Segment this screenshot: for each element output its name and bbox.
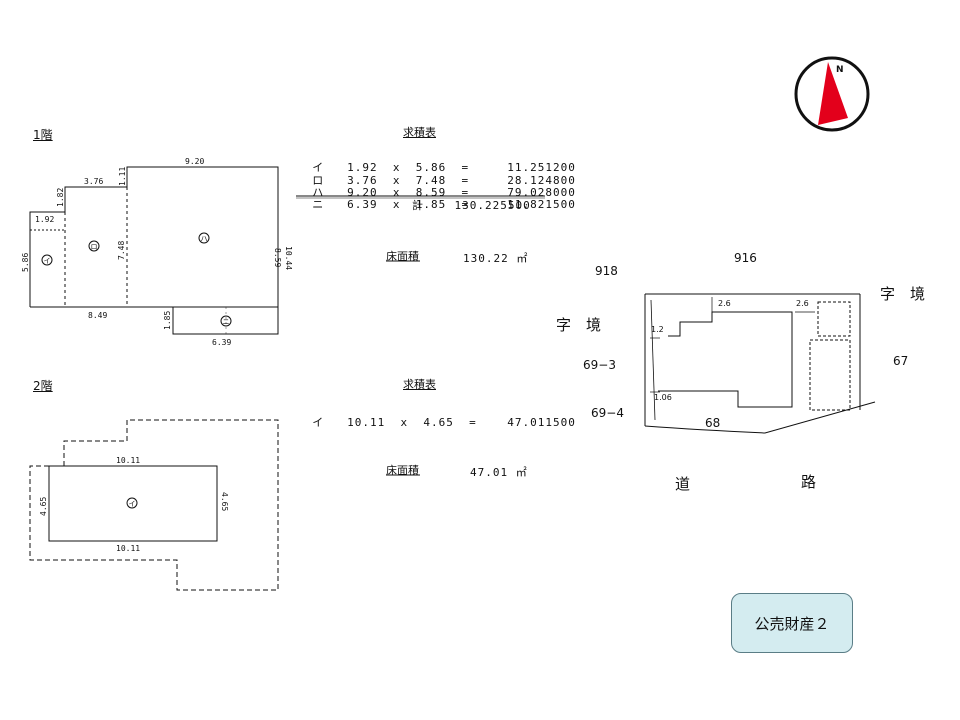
mark-i: イ xyxy=(44,257,51,265)
road-label-1: 道 xyxy=(675,475,691,493)
dim-site-1-06: 1.06 xyxy=(654,393,672,402)
floor1-plan xyxy=(29,166,279,335)
floor1-calc-title: 求積表 xyxy=(403,126,436,139)
dim-8-59: 8.59 xyxy=(273,248,282,267)
dim-site-2-6b: 2.6 xyxy=(796,299,809,308)
dim-1-92: 1.92 xyxy=(35,215,54,224)
lot-67: 67 xyxy=(893,354,909,368)
dim-1-11: 1.11 xyxy=(118,167,127,186)
floor2-area-value: 47.01 ㎡ xyxy=(470,466,528,479)
property-badge-label: 公売財産２ xyxy=(754,614,830,633)
dim-2f-right: 4.65 xyxy=(220,492,229,511)
north-compass-icon: N xyxy=(794,56,870,132)
dim-2f-bottom: 10.11 xyxy=(116,544,140,553)
mark-ha: ハ xyxy=(201,235,208,243)
floor1-area-value: 130.22 ㎡ xyxy=(463,252,529,265)
site-map xyxy=(644,293,876,434)
dim-1-85: 1.85 xyxy=(163,311,172,330)
calc-total-value: 130.225500 xyxy=(454,199,531,212)
floor1-dimensions: 9.20 3.76 1.11 1.82 1.92 5.86 7.48 8.59 … xyxy=(21,157,293,347)
lot-916: 916 xyxy=(734,251,757,265)
lot-68: 68 xyxy=(705,416,721,430)
dim-10-44: 10.44 xyxy=(284,246,293,270)
mark-2f-i: イ xyxy=(129,500,136,508)
dim-site-2-6a: 2.6 xyxy=(718,299,731,308)
lot-918: 918 xyxy=(595,264,618,278)
calc-row-3-mark: ハ xyxy=(312,186,325,199)
calc-total: 計 130.225500 xyxy=(412,197,531,213)
mark-ni: ニ xyxy=(223,318,230,326)
calc-row-4-mark: ニ xyxy=(312,198,325,211)
calc-total-label: 計 xyxy=(412,199,424,212)
calc-row-2-mark: ロ xyxy=(312,174,325,187)
dim-2f-top: 10.11 xyxy=(116,456,140,465)
floor1-marks: イ ロ ハ ニ xyxy=(44,235,230,326)
mark-ro: ロ xyxy=(91,243,98,251)
floor1-area-label: 床面積 xyxy=(386,250,419,263)
floor1-title: 1階 xyxy=(33,128,53,142)
dim-5-86: 5.86 xyxy=(21,253,30,272)
calc-row-4: ニ 6.39 x 1.85 = 11.821500 xyxy=(312,198,576,211)
calc-2f-row-mark: イ xyxy=(312,416,325,429)
dim-1-82: 1.82 xyxy=(56,188,65,207)
floor2-calc-title: 求積表 xyxy=(403,378,436,391)
property-badge: 公売財産２ xyxy=(731,593,853,653)
dim-7-48: 7.48 xyxy=(117,241,126,260)
lot-69-3: 69−3 xyxy=(583,358,616,372)
calc-row-3: ハ 9.20 x 8.59 = 79.028000 xyxy=(312,186,576,199)
calc-row-2: ロ 3.76 x 7.48 = 28.124800 xyxy=(312,174,576,187)
floor2-title: 2階 xyxy=(33,379,53,393)
floor2-dimensions: 10.11 10.11 4.65 4.65 イ xyxy=(39,456,229,553)
floor2-plan xyxy=(29,419,279,591)
calc-row-1-mark: イ xyxy=(312,161,325,174)
dim-6-39: 6.39 xyxy=(212,338,231,347)
table-lines xyxy=(296,195,545,476)
dim-2f-left: 4.65 xyxy=(39,497,48,516)
dim-site-1-2: 1.2 xyxy=(651,325,664,334)
boundary-left: 字 境 xyxy=(556,316,602,334)
floor2-area-label: 床面積 xyxy=(386,464,419,477)
road-label-2: 路 xyxy=(801,473,817,491)
calc-row-1: イ 1.92 x 5.86 = 11.251200 xyxy=(312,161,576,174)
dim-3-76: 3.76 xyxy=(84,177,103,186)
compass-letter: N xyxy=(836,65,844,75)
boundary-right: 字 境 xyxy=(880,285,926,303)
lot-69-4: 69−4 xyxy=(591,406,624,420)
dim-8-49: 8.49 xyxy=(88,311,107,320)
dim-9-20: 9.20 xyxy=(185,157,204,166)
calc-2f-row: イ 10.11 x 4.65 = 47.011500 xyxy=(312,416,576,429)
